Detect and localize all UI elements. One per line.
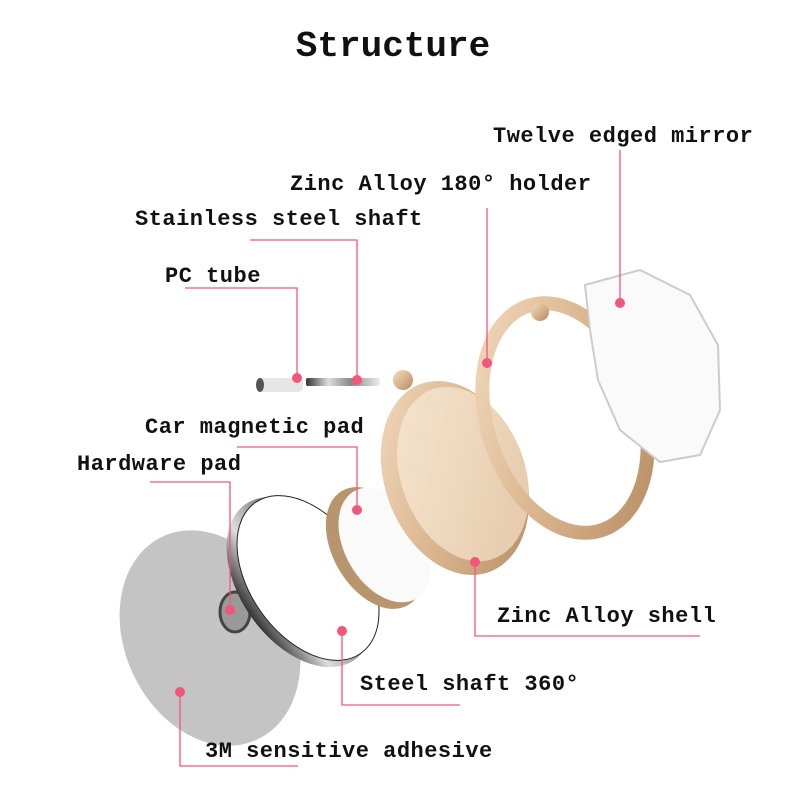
label-adhesive: 3M sensitive adhesive (205, 739, 493, 764)
label-shell: Zinc Alloy shell (497, 604, 717, 629)
leader-lines (150, 150, 700, 767)
label-pc-tube: PC tube (165, 264, 261, 289)
shell-face (397, 386, 529, 562)
ring-hinge (531, 303, 549, 321)
shell-hinge (393, 370, 413, 390)
label-magnetic-pad: Car magnetic pad (145, 415, 365, 440)
diagram-title: Structure (295, 26, 491, 67)
label-shaft: Stainless steel shaft (135, 207, 423, 232)
stainless-shaft (306, 378, 380, 386)
marker-dots (175, 298, 625, 697)
label-hardware-pad: Hardware pad (77, 452, 242, 477)
label-steel-shaft: Steel shaft 360° (360, 672, 580, 697)
label-mirror: Twelve edged mirror (493, 124, 754, 149)
label-holder: Zinc Alloy 180° holder (290, 172, 592, 197)
pc-tube (258, 378, 303, 392)
mirror (583, 268, 722, 464)
pc-tube-end (256, 378, 264, 392)
